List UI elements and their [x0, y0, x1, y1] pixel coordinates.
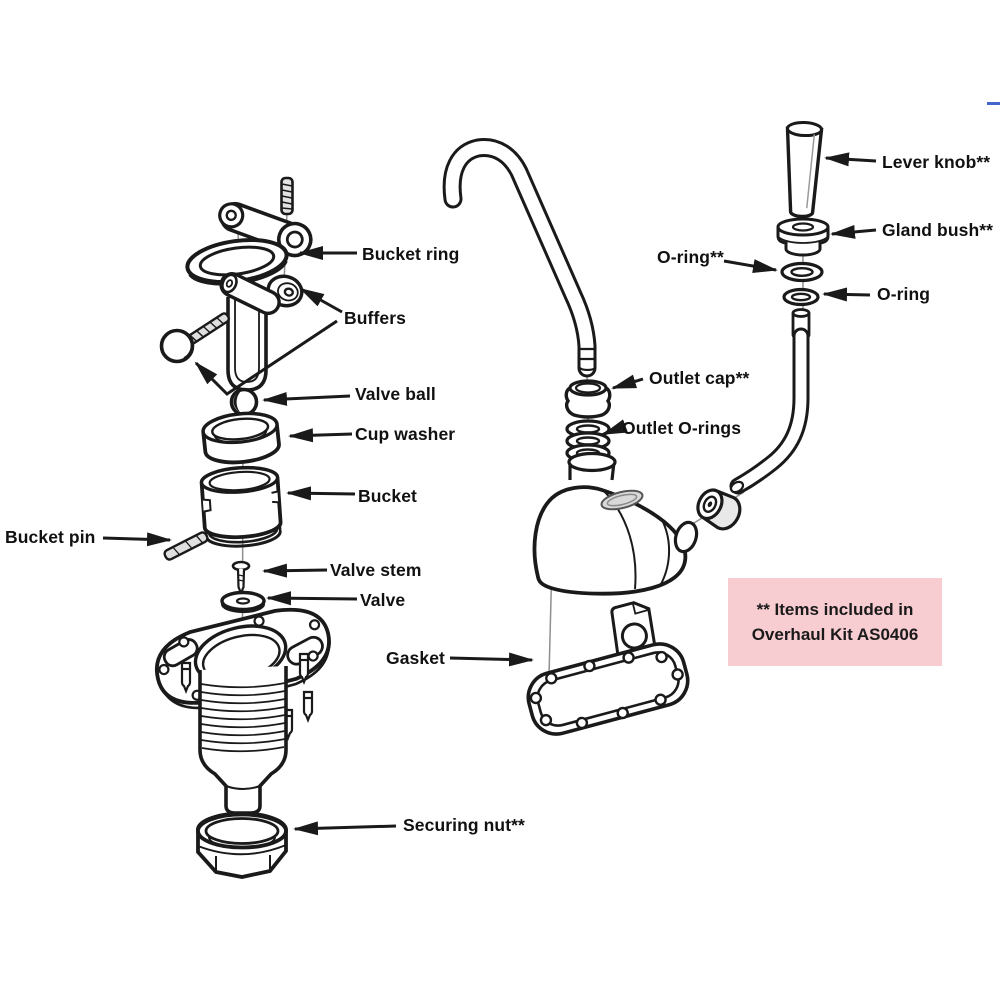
label-cup-washer: Cup washer	[355, 424, 456, 444]
outlet-cap-part	[564, 379, 612, 419]
bucket-part	[199, 465, 283, 548]
label-buffers: Buffers	[344, 308, 406, 328]
arrow-lever-knob	[824, 152, 877, 167]
bushing-part	[696, 488, 742, 531]
valve-stem-part	[231, 560, 251, 596]
label-o-ring: O-ring	[877, 284, 931, 304]
label-securing-nut: Securing nut**	[403, 815, 525, 835]
spout-part	[442, 138, 597, 378]
gland-bush-part	[776, 217, 830, 257]
label-valve-ball: Valve ball	[355, 384, 436, 404]
bucket-ring-part	[185, 238, 289, 286]
brand-logo	[600, 489, 644, 511]
callout-arrows	[102, 152, 877, 836]
pump-base-part	[532, 451, 699, 596]
arrow-buffers-lower	[194, 319, 338, 396]
label-gasket: Gasket	[386, 648, 445, 668]
o-ring-kit-part	[780, 261, 824, 283]
overhaul-kit-note-line1: ** Items included in	[756, 599, 914, 619]
valve-part	[220, 590, 266, 614]
overhaul-kit-note-line2: Overhaul Kit AS0406	[751, 625, 919, 644]
o-ring-part	[782, 287, 820, 307]
lever-knob-part	[785, 121, 824, 219]
piston-link-part	[219, 272, 281, 392]
cup-washer-part	[201, 411, 281, 465]
arrow-outlet-o-rings	[602, 419, 628, 436]
overhaul-kit-note: ** Items included in Overhaul Kit AS0406	[728, 578, 942, 666]
arrow-valve-stem	[262, 563, 328, 578]
label-lever-knob: Lever knob**	[882, 152, 991, 172]
screw-lower-part	[186, 312, 230, 345]
arrow-outlet-cap	[611, 374, 644, 390]
buffer-lower-part	[159, 328, 195, 364]
arrow-gland-bush	[830, 224, 877, 239]
lever-rod-part	[729, 308, 811, 495]
blue-edge-mark	[987, 102, 1000, 105]
gasket-part	[526, 642, 690, 736]
label-valve-stem: Valve stem	[330, 560, 422, 580]
screw-part	[280, 176, 294, 216]
label-bucket-pin: Bucket pin	[5, 527, 96, 547]
label-valve: Valve	[360, 590, 406, 610]
pump-barrel-part	[198, 666, 288, 815]
arrow-o-ring	[822, 287, 871, 302]
label-bucket-ring: Bucket ring	[362, 244, 460, 264]
label-gland-bush: Gland bush**	[882, 220, 994, 240]
valve-ball-part	[229, 387, 259, 417]
arrow-valve-ball	[262, 391, 351, 406]
securing-nut-part	[196, 811, 288, 879]
arrow-gasket	[449, 652, 534, 667]
bucket-pin-part	[163, 531, 209, 561]
arrow-o-ring-kit	[723, 259, 778, 273]
arrow-valve	[266, 591, 358, 606]
arrow-securing-nut	[293, 821, 397, 836]
label-outlet-o-rings: Outlet O-rings	[622, 418, 742, 438]
label-bucket: Bucket	[358, 486, 417, 506]
arrow-bucket-pin	[102, 532, 172, 547]
arrow-buffers-upper	[299, 287, 343, 314]
arrow-cup-washer	[288, 428, 353, 443]
arrow-bucket	[286, 486, 356, 501]
label-o-ring-kit: O-ring**	[657, 247, 724, 267]
label-outlet-cap: Outlet cap**	[649, 368, 750, 388]
